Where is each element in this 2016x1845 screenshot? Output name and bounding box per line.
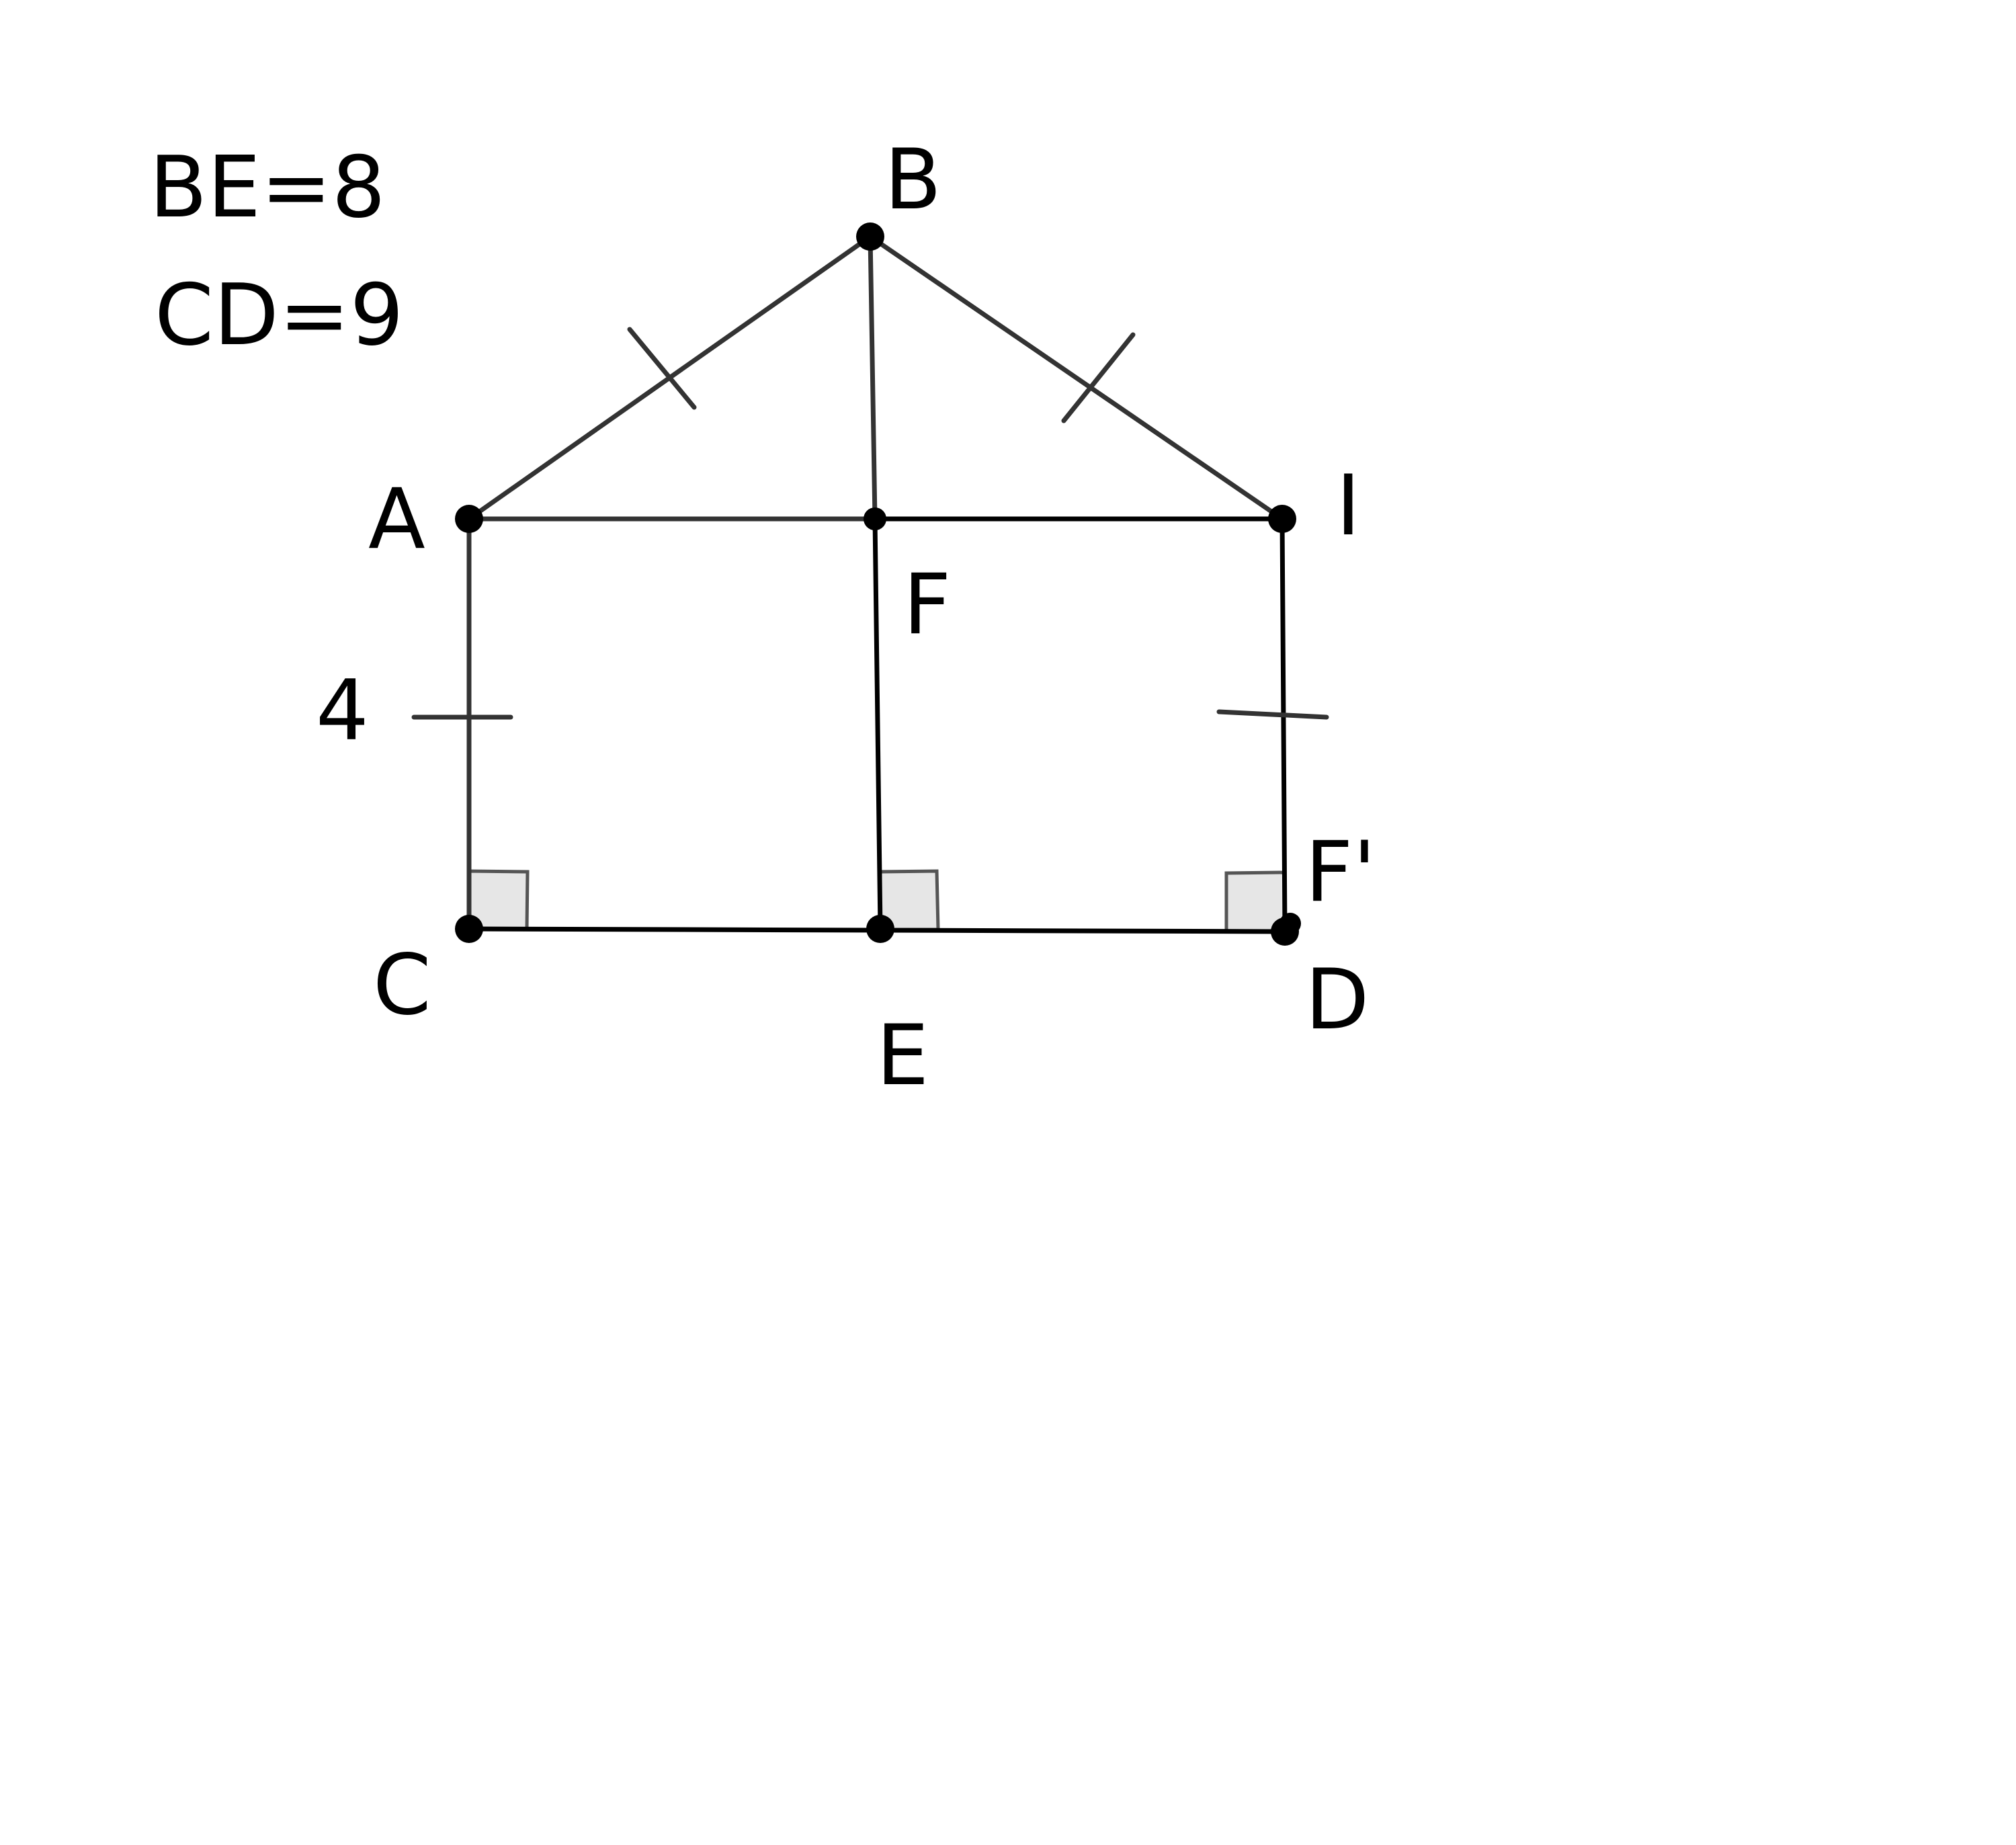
label-a: A — [368, 471, 425, 568]
tick-mark-id — [1216, 709, 1329, 720]
segment-bf — [868, 234, 878, 522]
point-a — [455, 505, 483, 533]
point-i — [1268, 505, 1296, 533]
segment-fe — [872, 516, 883, 932]
side-length-ac: 4 — [316, 663, 369, 760]
label-f: F — [903, 557, 951, 653]
given-be: BE=8 — [149, 138, 386, 237]
label-f-prime: F' — [1305, 824, 1376, 921]
point-e — [866, 915, 894, 943]
label-b: B — [884, 132, 941, 229]
point-c — [455, 915, 483, 943]
tick-mark-bi — [1061, 332, 1136, 423]
tick-mark-ab — [627, 327, 697, 410]
point-f — [864, 507, 886, 530]
label-e: E — [876, 1008, 929, 1104]
point-f-prime — [1279, 913, 1301, 934]
label-d: D — [1305, 952, 1369, 1049]
segment-id — [1279, 516, 1288, 933]
point-b — [856, 222, 884, 251]
label-c: C — [373, 937, 431, 1034]
segment-bi — [868, 234, 1285, 522]
label-i: I — [1336, 458, 1361, 555]
given-cd: CD=9 — [155, 265, 404, 364]
